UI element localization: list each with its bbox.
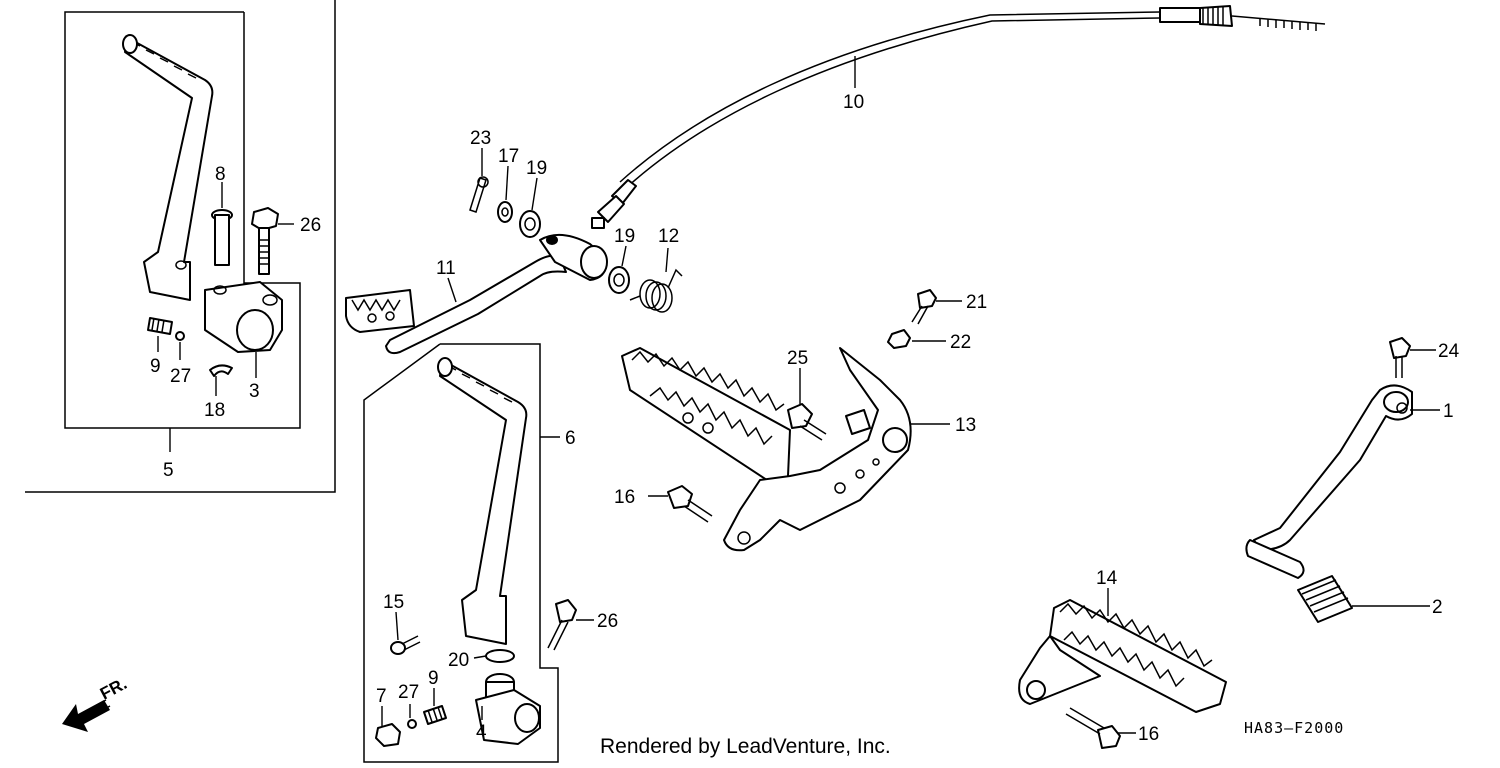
label-18: 18 xyxy=(204,400,225,421)
bolt-lower xyxy=(547,599,577,651)
drawing-code: HA83—F2000 xyxy=(1244,719,1344,737)
kick-starter-box-lower xyxy=(363,343,559,763)
label-9: 9 xyxy=(150,356,161,377)
washer-20 xyxy=(485,649,515,663)
label-22: 22 xyxy=(950,332,971,353)
bolt-21 xyxy=(911,289,937,325)
bolt-16-lower xyxy=(1065,707,1121,749)
bushing-b xyxy=(608,266,630,294)
shaft-holder-lower xyxy=(475,673,541,745)
part-labels: 8 26 9 27 3 18 5 23 17 19 10 19 12 11 21… xyxy=(150,92,1460,745)
ball-upper xyxy=(175,331,185,341)
label-8: 8 xyxy=(215,164,226,185)
label-19: 19 xyxy=(526,158,547,179)
bolt-24 xyxy=(1389,337,1411,378)
label-21: 21 xyxy=(966,292,987,313)
label-26b: 26 xyxy=(597,611,618,632)
label-25: 25 xyxy=(787,348,808,369)
kick-starter-arm xyxy=(122,34,214,301)
label-24: 24 xyxy=(1438,341,1460,362)
label-9b: 9 xyxy=(428,668,439,689)
footpeg-bracket xyxy=(621,347,912,552)
label-5: 5 xyxy=(163,460,174,481)
screw-15 xyxy=(390,635,421,655)
bolt-16-middle xyxy=(667,485,713,523)
label-23: 23 xyxy=(470,128,491,149)
label-26: 26 xyxy=(300,215,321,236)
brake-cable xyxy=(591,5,1326,229)
nut-22 xyxy=(887,329,911,349)
label-13: 13 xyxy=(955,415,976,436)
small-spring-lower xyxy=(423,705,447,725)
label-19b: 19 xyxy=(614,226,635,247)
kick-starter-assembly-box xyxy=(25,0,336,493)
label-27b: 27 xyxy=(398,682,419,703)
label-2: 2 xyxy=(1432,597,1443,618)
label-14: 14 xyxy=(1096,568,1118,589)
label-1: 1 xyxy=(1443,401,1454,422)
label-17: 17 xyxy=(498,146,519,167)
shaft-holder xyxy=(204,281,283,353)
label-10: 10 xyxy=(843,92,864,113)
cotter-pin xyxy=(469,176,489,213)
front-arrow-icon xyxy=(62,699,111,732)
label-4: 4 xyxy=(476,722,487,743)
label-7: 7 xyxy=(376,686,387,707)
return-spring xyxy=(629,268,683,313)
bolt-25 xyxy=(787,403,827,441)
label-16b: 16 xyxy=(1138,724,1159,745)
footpeg xyxy=(1018,599,1227,713)
ball-lower xyxy=(407,719,417,729)
bolt-upper xyxy=(251,207,279,275)
bushing-a xyxy=(519,210,541,238)
label-12: 12 xyxy=(658,226,679,247)
small-spring-upper xyxy=(147,317,173,335)
shift-rubber xyxy=(1297,575,1353,623)
pin xyxy=(211,209,233,266)
front-indicator-label: FR. xyxy=(97,674,130,704)
kick-starter-arm-lower xyxy=(437,357,528,645)
cap-7 xyxy=(375,723,401,747)
brake-pedal xyxy=(345,233,608,355)
shift-pedal xyxy=(1245,384,1413,579)
clip xyxy=(209,364,233,377)
label-27: 27 xyxy=(170,366,191,387)
credit-text: Rendered by LeadVenture, Inc. xyxy=(600,735,891,758)
label-16: 16 xyxy=(614,487,635,508)
washer xyxy=(497,201,513,223)
label-11: 11 xyxy=(436,258,456,279)
leader-lines xyxy=(157,56,1440,734)
label-6: 6 xyxy=(565,428,576,449)
label-3: 3 xyxy=(249,381,260,402)
label-15: 15 xyxy=(383,592,404,613)
label-20: 20 xyxy=(448,650,469,671)
